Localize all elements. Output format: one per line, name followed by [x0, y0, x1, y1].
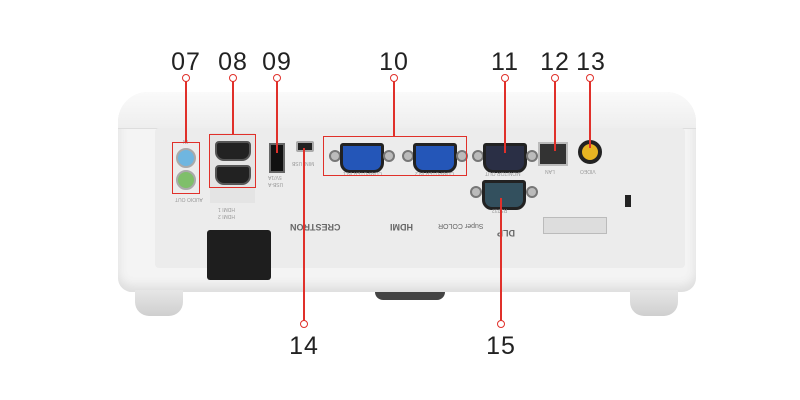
callout-leader-line [501, 74, 509, 82]
barcode-label [543, 217, 607, 234]
crestron-logo: CRESTRON [290, 222, 341, 232]
lan-port [538, 142, 568, 166]
hdmi-2-label: HDMI 2 [218, 213, 235, 219]
hdmi-2-port [215, 165, 251, 185]
callout-10: 10 [379, 48, 409, 76]
usb-a-label: USB-A [268, 181, 284, 187]
hdmi-1-port [215, 141, 251, 161]
rs232-port [482, 180, 526, 210]
power-socket [207, 230, 271, 280]
callout-14: 14 [289, 332, 319, 360]
callout-leader-line [300, 320, 308, 328]
callout-leader-line [390, 74, 398, 82]
callout-leader-line [500, 198, 502, 324]
audio-out-label: AUDIO OUT [175, 196, 203, 202]
callout-09: 09 [262, 48, 292, 76]
screw [456, 150, 468, 162]
callout-13: 13 [576, 48, 606, 76]
callout-leader-line [497, 320, 505, 328]
video-label: VIDEO [580, 168, 596, 174]
callout-leader-line [554, 78, 556, 151]
callout-box-08 [209, 134, 256, 188]
kensington-lock-slot [625, 195, 631, 207]
video-jack [578, 140, 602, 164]
callout-box-07 [172, 142, 200, 194]
screw [383, 150, 395, 162]
audio-in-jack [176, 148, 196, 168]
callout-leader-line [589, 78, 591, 148]
screw [470, 186, 482, 198]
callout-leader-line [232, 78, 234, 134]
callout-leader-line [229, 74, 237, 82]
callout-15: 15 [486, 332, 516, 360]
screw [526, 186, 538, 198]
callout-leader-line [182, 74, 190, 82]
callout-leader-line [303, 148, 305, 324]
callout-12: 12 [540, 48, 570, 76]
callout-leader-line [586, 74, 594, 82]
callout-leader-line [185, 78, 187, 142]
callout-08: 08 [218, 48, 248, 76]
computer-in-1-port [340, 143, 384, 173]
hdmi-1-label: HDMI 1 [218, 206, 235, 212]
callout-leader-line [273, 74, 281, 82]
monitor-out-label: MONITOR OUT [485, 170, 521, 176]
center-foot [375, 292, 445, 300]
callout-box-10 [323, 136, 467, 176]
callout-leader-line [504, 78, 506, 153]
brilliant-color-logo: Super COLOR [438, 222, 484, 229]
callout-leader-line [393, 78, 395, 136]
hdmi-logo: HDMI [390, 222, 413, 232]
left-foot [135, 290, 183, 316]
right-foot [630, 290, 678, 316]
screw [526, 150, 538, 162]
callout-11: 11 [491, 48, 519, 76]
callout-07: 07 [171, 48, 201, 76]
callout-leader-line [276, 78, 278, 153]
mini-usb-port [296, 141, 314, 152]
projector-top-band [118, 92, 696, 129]
computer-in-2-port [413, 143, 457, 173]
usb-a-power-label: 5V/1A [268, 174, 282, 180]
audio-out-jack [176, 170, 196, 190]
callout-leader-line [551, 74, 559, 82]
lan-label: LAN [545, 168, 555, 174]
